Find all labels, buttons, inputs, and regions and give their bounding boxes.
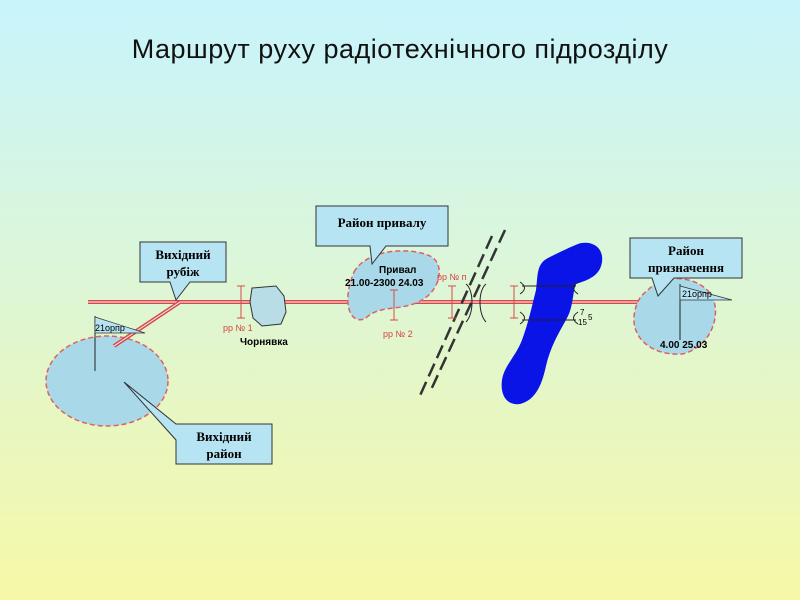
bridge-value-right: 5 (588, 313, 593, 322)
rrn-label: рр № п (437, 272, 467, 282)
village-label: Чорнявка (240, 337, 288, 348)
start-area (45, 335, 169, 427)
bridge-value-bottom: 15 (578, 318, 587, 327)
dest-time-label: 4.00 25.03 (660, 340, 708, 351)
checkpoint-rr1 (237, 285, 245, 319)
front-line-1 (428, 229, 507, 393)
start-area-line2: район (206, 446, 242, 461)
checkpoint-rrn (448, 285, 456, 319)
rest-title-label: Привал (379, 265, 417, 276)
destination-line1: Район (668, 243, 704, 258)
page-title: Маршрут руху радіотехнічного підрозділу (131, 34, 669, 64)
village-block (249, 285, 287, 327)
start-area-line1: Вихідний (196, 429, 252, 444)
rest-area (347, 250, 440, 321)
checkpoint-bridge (510, 285, 518, 319)
start-flag-label: 21орпр (95, 323, 125, 333)
start-flag (94, 316, 146, 334)
callout-start-line-text: Вихідний рубіж (140, 246, 226, 280)
start-line-line1: Вихідний (155, 247, 211, 262)
bridge-symbol (465, 281, 579, 325)
rr2-label: рр № 2 (383, 329, 413, 339)
callout-start-line (139, 241, 227, 302)
rr1-label: рр № 1 (223, 323, 253, 333)
callout-start-area (123, 381, 273, 465)
callout-start-area-text: Вихідний район (176, 428, 272, 462)
bridge-value-top: 7 (580, 308, 585, 317)
callout-destination (629, 237, 743, 297)
callout-destination-text: Район призначення (630, 242, 742, 276)
callout-rest-area-text: Район привалу (337, 215, 427, 230)
destination-line2: призначення (647, 260, 725, 275)
checkpoint-rr2 (390, 289, 398, 321)
callout-rest-area (315, 205, 449, 266)
start-line-line2: рубіж (166, 264, 200, 279)
water-body (501, 242, 603, 405)
rest-time-label: 21.00-2300 24.03 (345, 278, 424, 289)
dest-flag (679, 285, 733, 301)
dest-flag-label: 21орпр (682, 289, 712, 299)
